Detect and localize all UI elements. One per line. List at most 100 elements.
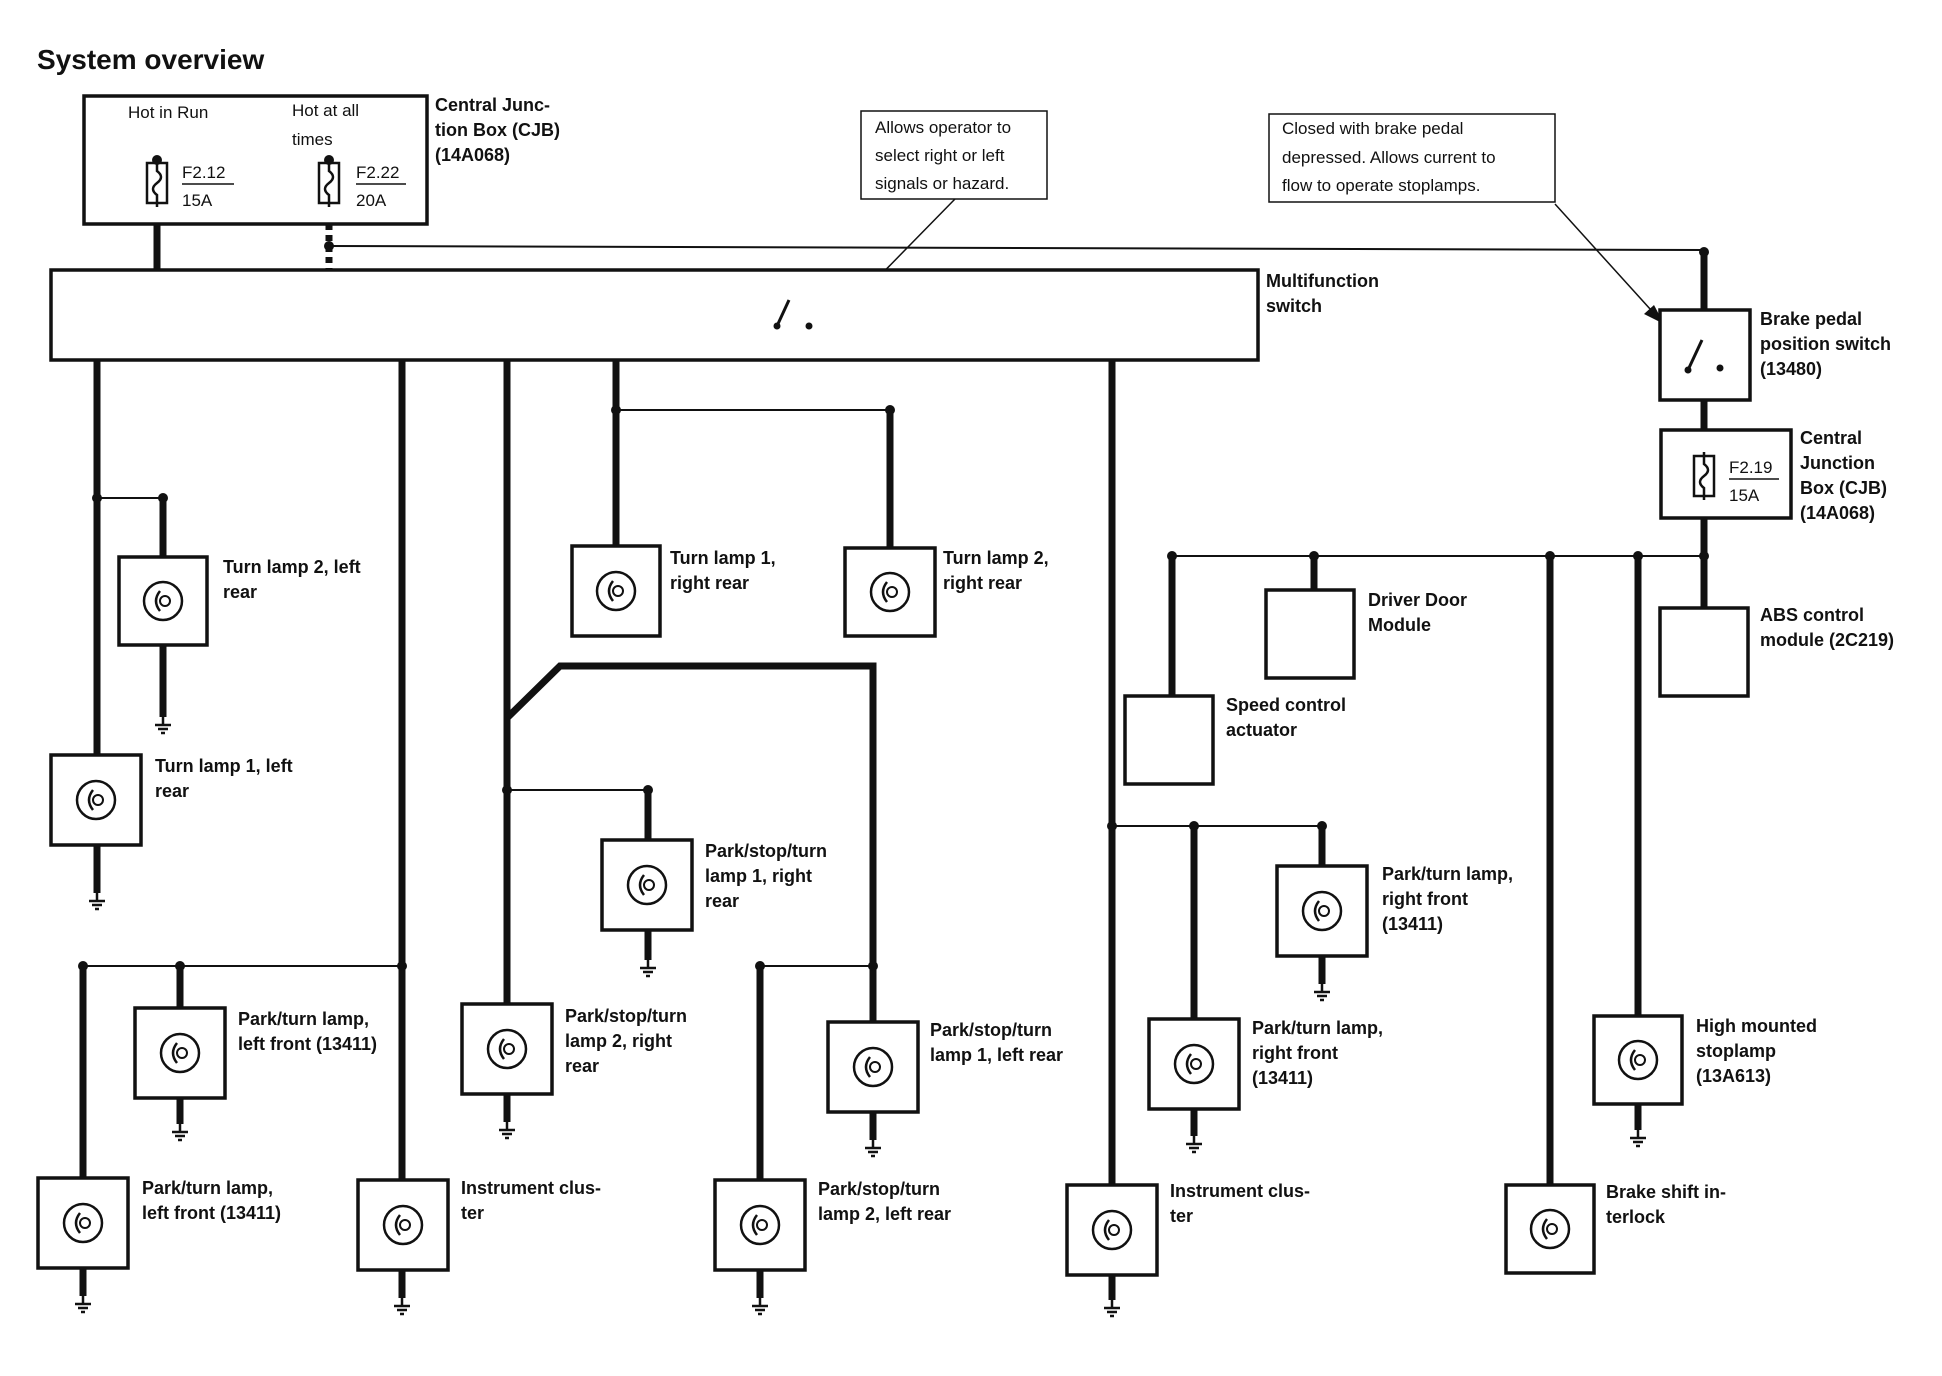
brake-switch-label-2: position switch bbox=[1760, 334, 1891, 354]
turn-lamp-1-right-rear bbox=[570, 544, 662, 638]
park-stop-turn-lamp-1-right-rear bbox=[600, 838, 694, 932]
abs-label-2: module (2C219) bbox=[1760, 630, 1894, 650]
hot-at-all-times-label-2: times bbox=[292, 130, 333, 149]
ground-icon bbox=[153, 715, 173, 735]
page-title: System overview bbox=[37, 44, 264, 75]
ic-b-label-2: ter bbox=[1170, 1206, 1193, 1226]
cjb-top-label-1: Central Junc- bbox=[435, 95, 550, 115]
pst1-lr-label-1: Park/stop/turn bbox=[930, 1020, 1052, 1040]
fuse-f219-id: F2.19 bbox=[1729, 458, 1772, 477]
instrument-cluster-b bbox=[1065, 1183, 1159, 1277]
svg-text:select right or left: select right or left bbox=[875, 146, 1005, 165]
turn2-rr-label-2: right rear bbox=[943, 573, 1022, 593]
ddm-label-1: Driver Door bbox=[1368, 590, 1467, 610]
svg-text:depressed. Allows current to: depressed. Allows current to bbox=[1282, 148, 1496, 167]
cjb-right-label-1: Central bbox=[1800, 428, 1862, 448]
pt-rf-b-label-3: (13411) bbox=[1252, 1068, 1313, 1088]
svg-text:signals or hazard.: signals or hazard. bbox=[875, 174, 1009, 193]
ic-b-label-1: Instrument clus- bbox=[1170, 1181, 1310, 1201]
brake-shift-interlock bbox=[1504, 1183, 1596, 1275]
ground-icon bbox=[170, 1122, 190, 1142]
callout-brake: Closed with brake pedal depressed. Allow… bbox=[1268, 113, 1664, 324]
ground-icon bbox=[1184, 1134, 1204, 1154]
ground-icon bbox=[1628, 1128, 1648, 1148]
hot-at-all-times-label-1: Hot at all bbox=[292, 101, 359, 120]
ground-icon bbox=[1312, 982, 1332, 1002]
ddm-label-2: Module bbox=[1368, 615, 1431, 635]
fuse-f222-rating: 20A bbox=[356, 191, 387, 210]
pst2-rr-label-3: rear bbox=[565, 1056, 599, 1076]
hmsl-label-2: stoplamp bbox=[1696, 1041, 1776, 1061]
pt-rf-a-label-2: right front bbox=[1382, 889, 1468, 909]
svg-text:Closed with brake pedal: Closed with brake pedal bbox=[1282, 119, 1463, 138]
ground-icon bbox=[863, 1138, 883, 1158]
fuse-f212-rating: 15A bbox=[182, 191, 213, 210]
turn-lamp-1-left-rear bbox=[49, 753, 143, 847]
park-turn-lamp-right-front-a bbox=[1275, 864, 1369, 958]
fuse-icon bbox=[1692, 450, 1716, 502]
turn-lamp-2-left-rear bbox=[117, 555, 209, 647]
pst2-lr-label-1: Park/stop/turn bbox=[818, 1179, 940, 1199]
svg-text:Allows operator to: Allows operator to bbox=[875, 118, 1011, 137]
fuse-f219-rating: 15A bbox=[1729, 486, 1760, 505]
park-turn-lamp-right-front-b bbox=[1147, 1017, 1241, 1111]
bsi-label-1: Brake shift in- bbox=[1606, 1182, 1726, 1202]
hmsl-label-3: (13A613) bbox=[1696, 1066, 1771, 1086]
fuse-icon bbox=[317, 157, 341, 209]
turn2-lr-label-1: Turn lamp 2, left bbox=[223, 557, 361, 577]
park-stop-turn-lamp-2-right-rear bbox=[460, 1002, 554, 1096]
multifunction-switch-label-2: switch bbox=[1266, 296, 1322, 316]
hmsl-label-1: High mounted bbox=[1696, 1016, 1817, 1036]
high-mounted-stoplamp bbox=[1592, 1014, 1684, 1106]
ic-a-label-1: Instrument clus- bbox=[461, 1178, 601, 1198]
pt-lf-b-label-2: left front (13411) bbox=[142, 1203, 281, 1223]
pt-lf-b-label-1: Park/turn lamp, bbox=[142, 1178, 273, 1198]
svg-text:flow to operate stoplamps.: flow to operate stoplamps. bbox=[1282, 176, 1480, 195]
brake-switch-label-1: Brake pedal bbox=[1760, 309, 1862, 329]
pst2-rr-label-2: lamp 2, right bbox=[565, 1031, 672, 1051]
cjb-right-label-2: Junction bbox=[1800, 453, 1875, 473]
speed-ctrl-label-1: Speed control bbox=[1226, 695, 1346, 715]
driver-door-module bbox=[1264, 588, 1356, 680]
turn1-rr-label-1: Turn lamp 1, bbox=[670, 548, 776, 568]
fuse-f212-id: F2.12 bbox=[182, 163, 225, 182]
speed-ctrl-label-2: actuator bbox=[1226, 720, 1297, 740]
cjb-top-label-2: tion Box (CJB) bbox=[435, 120, 560, 140]
brake-switch-label-3: (13480) bbox=[1760, 359, 1822, 379]
pst1-rr-label-2: lamp 1, right bbox=[705, 866, 812, 886]
ground-icon bbox=[87, 891, 107, 911]
multifunction-switch bbox=[49, 268, 1260, 362]
turn-lamp-2-right-rear bbox=[843, 546, 937, 638]
ic-a-label-2: ter bbox=[461, 1203, 484, 1223]
speed-control-actuator bbox=[1123, 694, 1215, 786]
ground-icon bbox=[497, 1120, 517, 1140]
pt-rf-a-label-1: Park/turn lamp, bbox=[1382, 864, 1513, 884]
ground-icon bbox=[392, 1296, 412, 1316]
instrument-cluster-a bbox=[356, 1178, 450, 1272]
cjb-right-label-4: (14A068) bbox=[1800, 503, 1875, 523]
turn2-lr-label-2: rear bbox=[223, 582, 257, 602]
abs-control-module bbox=[1658, 606, 1750, 698]
cjb-right-label-3: Box (CJB) bbox=[1800, 478, 1887, 498]
pst1-rr-label-3: rear bbox=[705, 891, 739, 911]
pt-lf-a-label-1: Park/turn lamp, bbox=[238, 1009, 369, 1029]
park-stop-turn-lamp-1-left-rear bbox=[826, 1020, 920, 1114]
pt-lf-a-label-2: left front (13411) bbox=[238, 1034, 377, 1054]
park-turn-lamp-left-front-a bbox=[133, 1006, 227, 1100]
ground-icon bbox=[1102, 1298, 1122, 1318]
pst2-rr-label-1: Park/stop/turn bbox=[565, 1006, 687, 1026]
abs-label-1: ABS control bbox=[1760, 605, 1864, 625]
pt-rf-b-label-2: right front bbox=[1252, 1043, 1338, 1063]
turn2-rr-label-1: Turn lamp 2, bbox=[943, 548, 1049, 568]
park-stop-turn-lamp-2-left-rear bbox=[713, 1178, 807, 1272]
turn1-rr-label-2: right rear bbox=[670, 573, 749, 593]
pst1-lr-label-2: lamp 1, left rear bbox=[930, 1045, 1063, 1065]
turn1-lr-label-1: Turn lamp 1, left bbox=[155, 756, 293, 776]
fuse-icon bbox=[145, 157, 169, 209]
central-junction-box-top: Hot in Run Hot at all times F2.12 15A F2… bbox=[82, 94, 429, 226]
multifunction-switch-label-1: Multifunction bbox=[1266, 271, 1379, 291]
pt-rf-b-label-1: Park/turn lamp, bbox=[1252, 1018, 1383, 1038]
brake-pedal-position-switch bbox=[1658, 308, 1752, 402]
fuse-f222-id: F2.22 bbox=[356, 163, 399, 182]
